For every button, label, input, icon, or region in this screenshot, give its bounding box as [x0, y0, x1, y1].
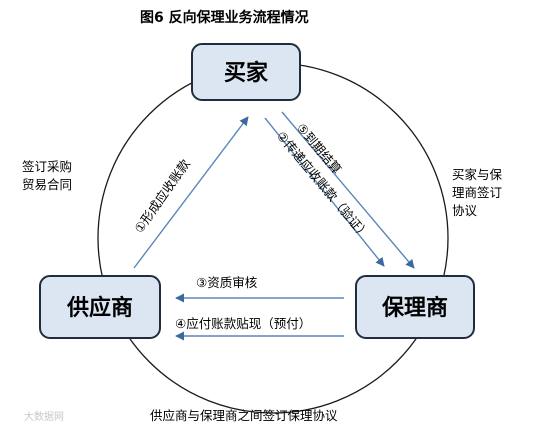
label-right-line1: 买家与保 [452, 167, 503, 182]
node-buyer: 买家 [191, 43, 301, 101]
node-buyer-label: 买家 [224, 60, 269, 86]
arrow-buyer-to-factor-inner [264, 117, 385, 267]
label-left-line2: 贸易合同 [22, 177, 72, 192]
watermark: 大数据网 [24, 410, 64, 423]
node-supplier-label: 供应商 [66, 295, 133, 321]
node-factor: 保理商 [355, 275, 475, 339]
node-factor-box [355, 275, 475, 339]
label-right-line3: 协议 [452, 203, 478, 218]
step-3-label: ③资质审核 [196, 275, 258, 290]
node-supplier: 供应商 [39, 275, 161, 339]
arrow-buyer-to-factor-outer [281, 111, 415, 269]
label-bottom: 供应商与保理商之间签订保理协议 [150, 408, 338, 423]
step-1-label: ①形成应收账款 [131, 156, 193, 236]
agreement-circle [97, 62, 449, 414]
label-left-line1: 签订采购 [22, 159, 72, 174]
arrow-supplier-to-buyer [133, 116, 249, 269]
label-right-line2: 理商签订 [452, 185, 502, 200]
node-buyer-box [191, 43, 301, 101]
diagram-title: 图6 反向保理业务流程情况 [140, 9, 309, 26]
step-4-label: ④应付账款贴现（预付） [175, 316, 311, 331]
node-supplier-box [39, 275, 161, 339]
node-factor-label: 保理商 [381, 295, 448, 321]
